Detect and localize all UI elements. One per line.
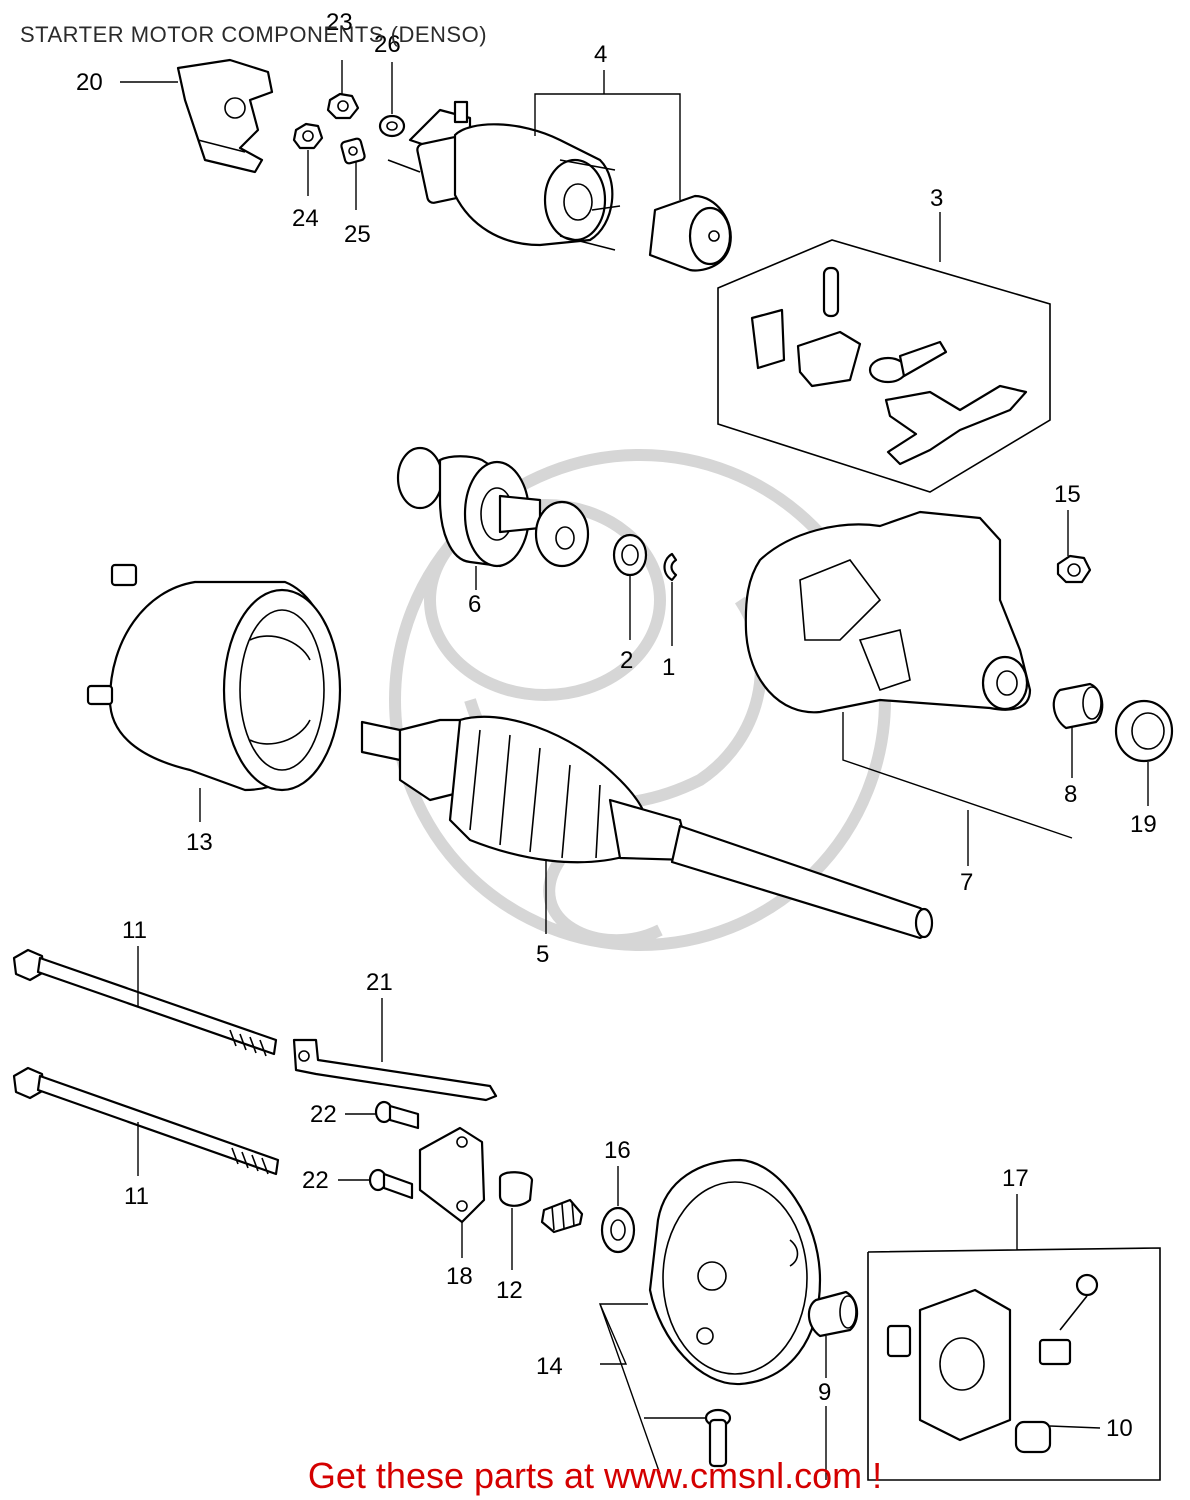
part-6-overrunning-clutch[interactable] <box>396 446 590 568</box>
callout-26: 26 <box>374 31 401 58</box>
part-25-washer[interactable] <box>340 137 366 165</box>
part-11-through-bolt-upper[interactable] <box>12 948 278 1057</box>
part-4-solenoid[interactable] <box>387 100 621 251</box>
part-11-through-bolt-lower[interactable] <box>12 1066 280 1176</box>
callout-23: 23 <box>326 9 353 36</box>
part-18-brush-holder-plate[interactable] <box>418 1126 486 1224</box>
part-17-brush-holder[interactable] <box>867 1247 1161 1481</box>
callout-4: 4 <box>594 41 607 68</box>
callout-numbers: 1 2 3 4 5 6 7 8 9 10 11 11 12 13 14 15 1… <box>76 9 1157 1442</box>
part-15-nut[interactable] <box>1056 554 1092 584</box>
callout-10: 10 <box>1106 1415 1133 1442</box>
callout-13: 13 <box>186 829 213 856</box>
callout-17: 17 <box>1002 1165 1029 1192</box>
callout-20: 20 <box>76 69 103 96</box>
part-5-armature[interactable] <box>360 715 934 940</box>
part-4-plunger[interactable] <box>648 194 732 272</box>
part-22-screw-upper[interactable] <box>374 1100 420 1130</box>
part-14-bolt[interactable] <box>704 1408 732 1468</box>
part-23-nut[interactable] <box>326 92 360 120</box>
cmsnl-footer-link[interactable]: Get these parts at www.cmsnl.com ! <box>307 1455 883 1496</box>
callout-14: 14 <box>536 1353 563 1380</box>
callout-25: 25 <box>344 221 371 248</box>
part-20-bracket[interactable] <box>176 58 274 174</box>
callout-2: 2 <box>620 647 633 674</box>
part-7-drive-housing[interactable] <box>744 510 1032 714</box>
callout-6: 6 <box>468 591 481 618</box>
leader-lines <box>120 60 1149 1480</box>
part-2-stop-collar[interactable] <box>612 533 648 577</box>
callout-22-lower: 22 <box>302 1167 329 1194</box>
callout-5: 5 <box>536 941 549 968</box>
callout-1: 1 <box>662 654 675 681</box>
part-12-clip[interactable] <box>498 1171 534 1207</box>
callout-9: 9 <box>818 1379 831 1406</box>
part-spring[interactable] <box>540 1198 584 1234</box>
callout-15: 15 <box>1054 481 1081 508</box>
callout-11-lower: 11 <box>124 1183 149 1210</box>
callout-7: 7 <box>960 869 973 896</box>
part-14-end-frame[interactable] <box>648 1158 822 1386</box>
part-13-yoke[interactable] <box>86 563 342 792</box>
callout-24: 24 <box>292 205 319 232</box>
part-8-bushing[interactable] <box>1052 682 1104 730</box>
callout-3: 3 <box>930 185 943 212</box>
part-21-strap[interactable] <box>292 1038 498 1102</box>
part-1-circlip[interactable] <box>663 552 678 582</box>
callout-19: 19 <box>1130 811 1157 838</box>
part-26-washer[interactable] <box>378 114 406 138</box>
callout-11-upper: 11 <box>122 917 147 944</box>
callout-8: 8 <box>1064 781 1077 808</box>
callout-21: 21 <box>366 969 393 996</box>
part-3-lever-kit[interactable] <box>717 239 1051 493</box>
page-title: STARTER MOTOR COMPONENTS (DENSO) <box>20 22 488 47</box>
part-24-nut[interactable] <box>292 122 324 150</box>
part-19-seal[interactable] <box>1114 699 1174 763</box>
part-16-washer[interactable] <box>600 1206 636 1254</box>
callout-16: 16 <box>604 1137 631 1164</box>
callout-22-upper: 22 <box>310 1101 337 1128</box>
part-22-screw-lower[interactable] <box>368 1168 414 1200</box>
part-9-bushing[interactable] <box>807 1290 859 1338</box>
callout-12: 12 <box>496 1277 523 1304</box>
callout-18: 18 <box>446 1263 473 1290</box>
part-10-brush[interactable] <box>1014 1420 1052 1454</box>
